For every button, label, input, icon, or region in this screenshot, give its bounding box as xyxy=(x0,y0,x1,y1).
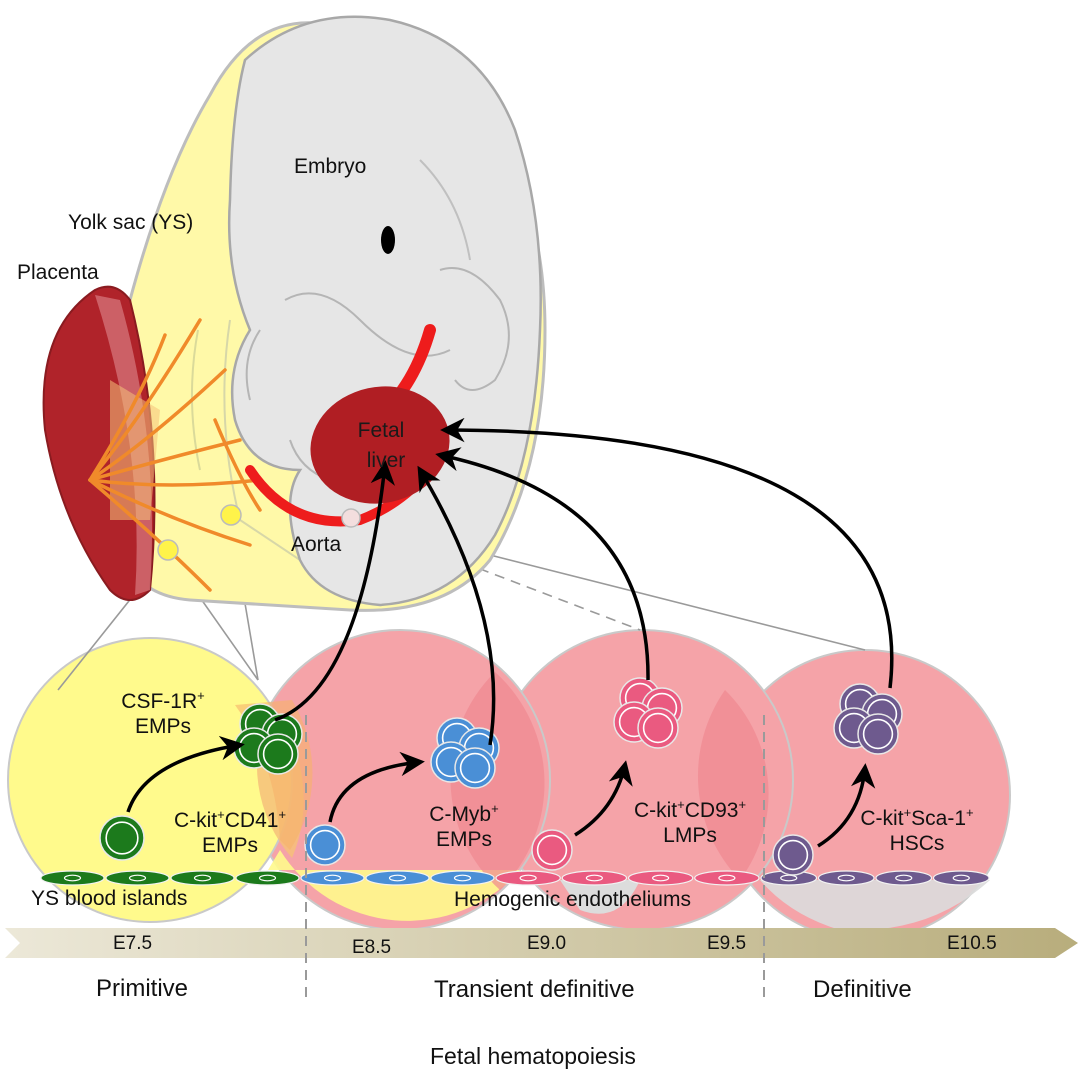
ckit-sca1-b: Sca-1 xyxy=(911,807,967,830)
tick-e8-5: E8.5 xyxy=(352,937,392,958)
ckit-sca1-a-sup: + xyxy=(903,805,912,820)
endothelial-nucleus xyxy=(652,874,670,882)
stage-primitive: Primitive xyxy=(96,975,189,1002)
endothelial-nucleus xyxy=(258,874,277,882)
label-ckit-sca1-hscs: C-kit+Sca-1+ HSCs xyxy=(860,806,973,856)
ckit-cd41-emp-cell-nucleus xyxy=(105,821,139,855)
ckit-cd41-b: CD41 xyxy=(224,809,279,832)
endothelial-nucleus xyxy=(63,874,82,882)
diff-arrows xyxy=(126,735,876,848)
ckit-cd41-a: C-kit xyxy=(173,809,218,832)
cmyb-line2: EMPs xyxy=(435,828,492,852)
endothelial-cell xyxy=(875,870,933,886)
endothelial-nucleus xyxy=(128,874,147,882)
endothelial-nucleus xyxy=(193,874,212,882)
label-fetal-liver-1: Fetal xyxy=(357,419,405,442)
lmp-progenitor-cell-nucleus xyxy=(536,834,568,866)
endothelial-cell xyxy=(561,870,628,886)
grey-patch xyxy=(560,880,640,914)
endothelial-nucleus xyxy=(895,874,913,882)
stage-definitive: Definitive xyxy=(813,976,912,1003)
endothelial-nucleus xyxy=(585,874,603,882)
hsc-cluster-cell-nucleus xyxy=(862,718,894,750)
label-placenta: Placenta xyxy=(17,261,99,284)
csf1r-sup: + xyxy=(197,688,205,703)
emp-blue-cell-nucleus xyxy=(309,829,341,861)
csf1r-line2: EMPs xyxy=(134,715,191,739)
label-fetal-liver-2: liver xyxy=(366,449,406,472)
fetal-liver xyxy=(310,386,450,504)
endothelial-cell xyxy=(105,870,170,886)
csf1r-emp-cluster-cell-nucleus xyxy=(262,738,294,770)
ckit-cd41-b-sup: + xyxy=(278,807,287,822)
endothelium-row xyxy=(40,870,990,886)
stage-transient-definitive: Transient definitive xyxy=(434,976,635,1003)
endothelial-nucleus xyxy=(519,874,537,882)
ckit-sca1-b-sup: + xyxy=(966,805,974,820)
ckit-sca1-a: C-kit xyxy=(860,807,904,830)
endothelial-cell xyxy=(170,870,235,886)
endothelial-nucleus xyxy=(837,874,855,882)
endothelial-cell xyxy=(694,870,760,886)
endothelial-nucleus xyxy=(453,874,472,882)
ckit-sca1-line2: HSCs xyxy=(889,832,945,856)
grey-patch-2 xyxy=(760,880,990,931)
label-aorta: Aorta xyxy=(291,533,342,556)
label-ckit-cd41-emps: C-kit+CD41+ EMPs xyxy=(174,808,286,858)
endothelial-nucleus xyxy=(952,874,970,882)
yolk-vessels xyxy=(88,318,262,592)
endothelial-cell xyxy=(495,870,561,886)
hsc-progenitor-cell-nucleus xyxy=(777,839,809,871)
label-ckit-cd93-lmps: C-kit+CD93+ LMPs xyxy=(634,798,746,848)
cell-clusters xyxy=(99,677,903,876)
cmyb-sup: + xyxy=(491,801,499,816)
ckit-cd93-a: C-kit xyxy=(633,799,678,822)
endothelial-cell xyxy=(817,870,875,886)
endothelial-nucleus xyxy=(718,874,736,882)
label-embryo: Embryo xyxy=(294,155,367,178)
label-ys-blood-islands: YS blood islands xyxy=(31,887,188,910)
aorta-marker xyxy=(341,508,361,528)
label-hemogenic: Hemogenic endotheliums xyxy=(454,888,691,911)
tick-e7-5: E7.5 xyxy=(113,933,153,954)
endothelial-cell xyxy=(932,870,990,886)
endothelial-cell xyxy=(300,870,365,886)
tick-e10-5: E10.5 xyxy=(947,933,997,954)
ckit-cd93-b: CD93 xyxy=(684,799,739,822)
tick-e9-5: E9.5 xyxy=(707,933,747,954)
endothelial-cell xyxy=(40,870,105,886)
endothelial-nucleus xyxy=(323,874,342,882)
caption: Fetal hematopoiesis xyxy=(430,1043,636,1069)
endothelial-cell xyxy=(627,870,694,886)
ckit-cd41-line2: EMPs xyxy=(201,834,258,858)
embryo-eye xyxy=(381,226,395,254)
cmyb-emp-cluster-cell-nucleus xyxy=(459,752,491,784)
lmp-cluster-cell-nucleus xyxy=(642,712,674,744)
ckit-cd41-a-sup: + xyxy=(217,807,225,822)
tick-e9-0: E9.0 xyxy=(527,933,567,954)
ckit-cd93-line2: LMPs xyxy=(663,824,717,848)
label-csf1r-emps: CSF-1R+ EMPs xyxy=(121,689,204,739)
migration-arrows xyxy=(274,417,894,746)
ys-marker-1 xyxy=(157,539,179,561)
endothelial-nucleus xyxy=(388,874,407,882)
endothelial-cell xyxy=(430,870,495,886)
endothelial-cell xyxy=(365,870,430,886)
csf1r-text: CSF-1R xyxy=(121,690,198,713)
label-yolk-sac: Yolk sac (YS) xyxy=(68,211,194,234)
cmyb-text: C-Myb xyxy=(429,803,492,826)
ckit-cd93-b-sup: + xyxy=(738,797,747,812)
ys-marker-2 xyxy=(220,504,242,526)
timeline-bar xyxy=(5,928,1078,958)
endothelial-cell xyxy=(235,870,300,886)
label-cmyb-emps: C-Myb+ EMPs xyxy=(429,802,498,852)
ckit-cd93-a-sup: + xyxy=(677,797,685,812)
